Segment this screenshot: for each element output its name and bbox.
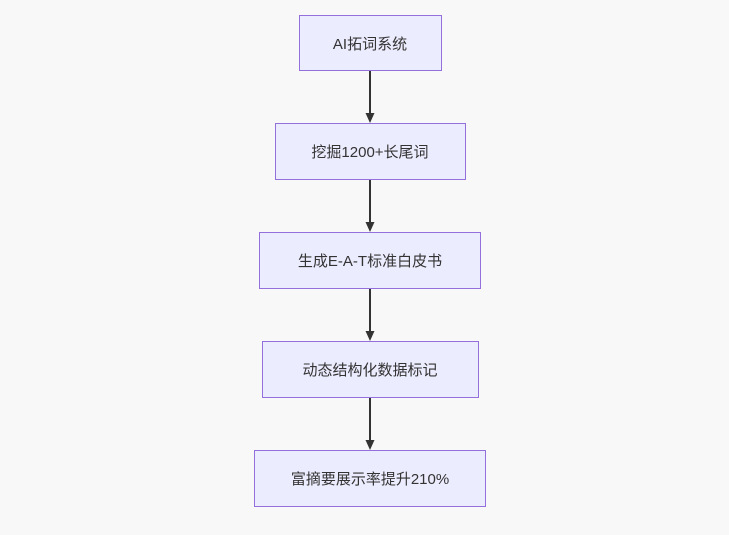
flowchart-column: AI拓词系统 挖掘1200+长尾词 生成E-A-T标准白皮书 动态结构化数据标记 xyxy=(254,15,486,507)
flow-node-dynamic-structured-data-markup: 动态结构化数据标记 xyxy=(261,341,479,398)
arrow-down-icon xyxy=(363,398,377,450)
flow-node-generate-eat-whitepaper: 生成E-A-T标准白皮书 xyxy=(259,232,481,289)
arrow-down-icon xyxy=(363,71,377,123)
flow-node-ai-word-expansion-system: AI拓词系统 xyxy=(298,15,442,71)
arrow-down-icon xyxy=(363,180,377,232)
arrow-down-icon xyxy=(363,289,377,341)
flow-node-rich-snippet-rate-increase: 富摘要展示率提升210% xyxy=(254,450,486,507)
flow-node-mine-longtail-keywords: 挖掘1200+长尾词 xyxy=(274,123,466,180)
